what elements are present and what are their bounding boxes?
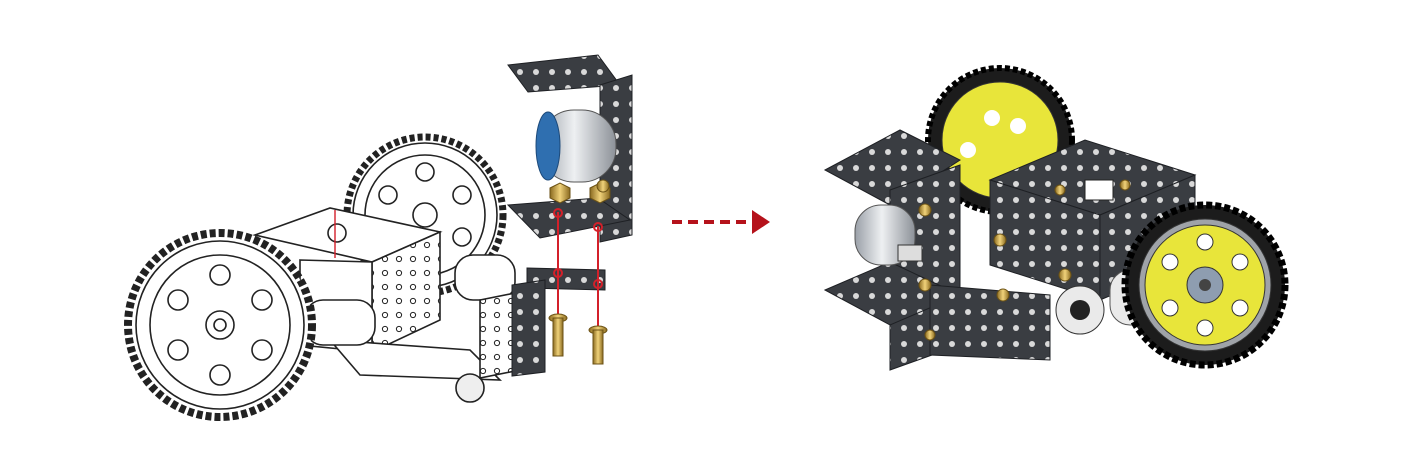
mounted-motor-bracket bbox=[823, 129, 1051, 371]
transition-arrow bbox=[672, 210, 770, 234]
brass-screws bbox=[548, 313, 608, 365]
dc-motor bbox=[535, 109, 617, 183]
front-wheel bbox=[1121, 201, 1289, 369]
motor-mount-bracket bbox=[506, 54, 633, 243]
front-gear-wheel bbox=[124, 229, 316, 421]
right-assembled-assembly bbox=[823, 65, 1289, 371]
brass-nuts bbox=[549, 179, 611, 204]
left-exploded-assembly bbox=[124, 54, 633, 421]
assembly-guide-lines bbox=[553, 208, 603, 332]
lower-bracket bbox=[511, 267, 606, 377]
chassis-frame bbox=[252, 207, 521, 403]
mounted-fasteners bbox=[918, 179, 1131, 341]
